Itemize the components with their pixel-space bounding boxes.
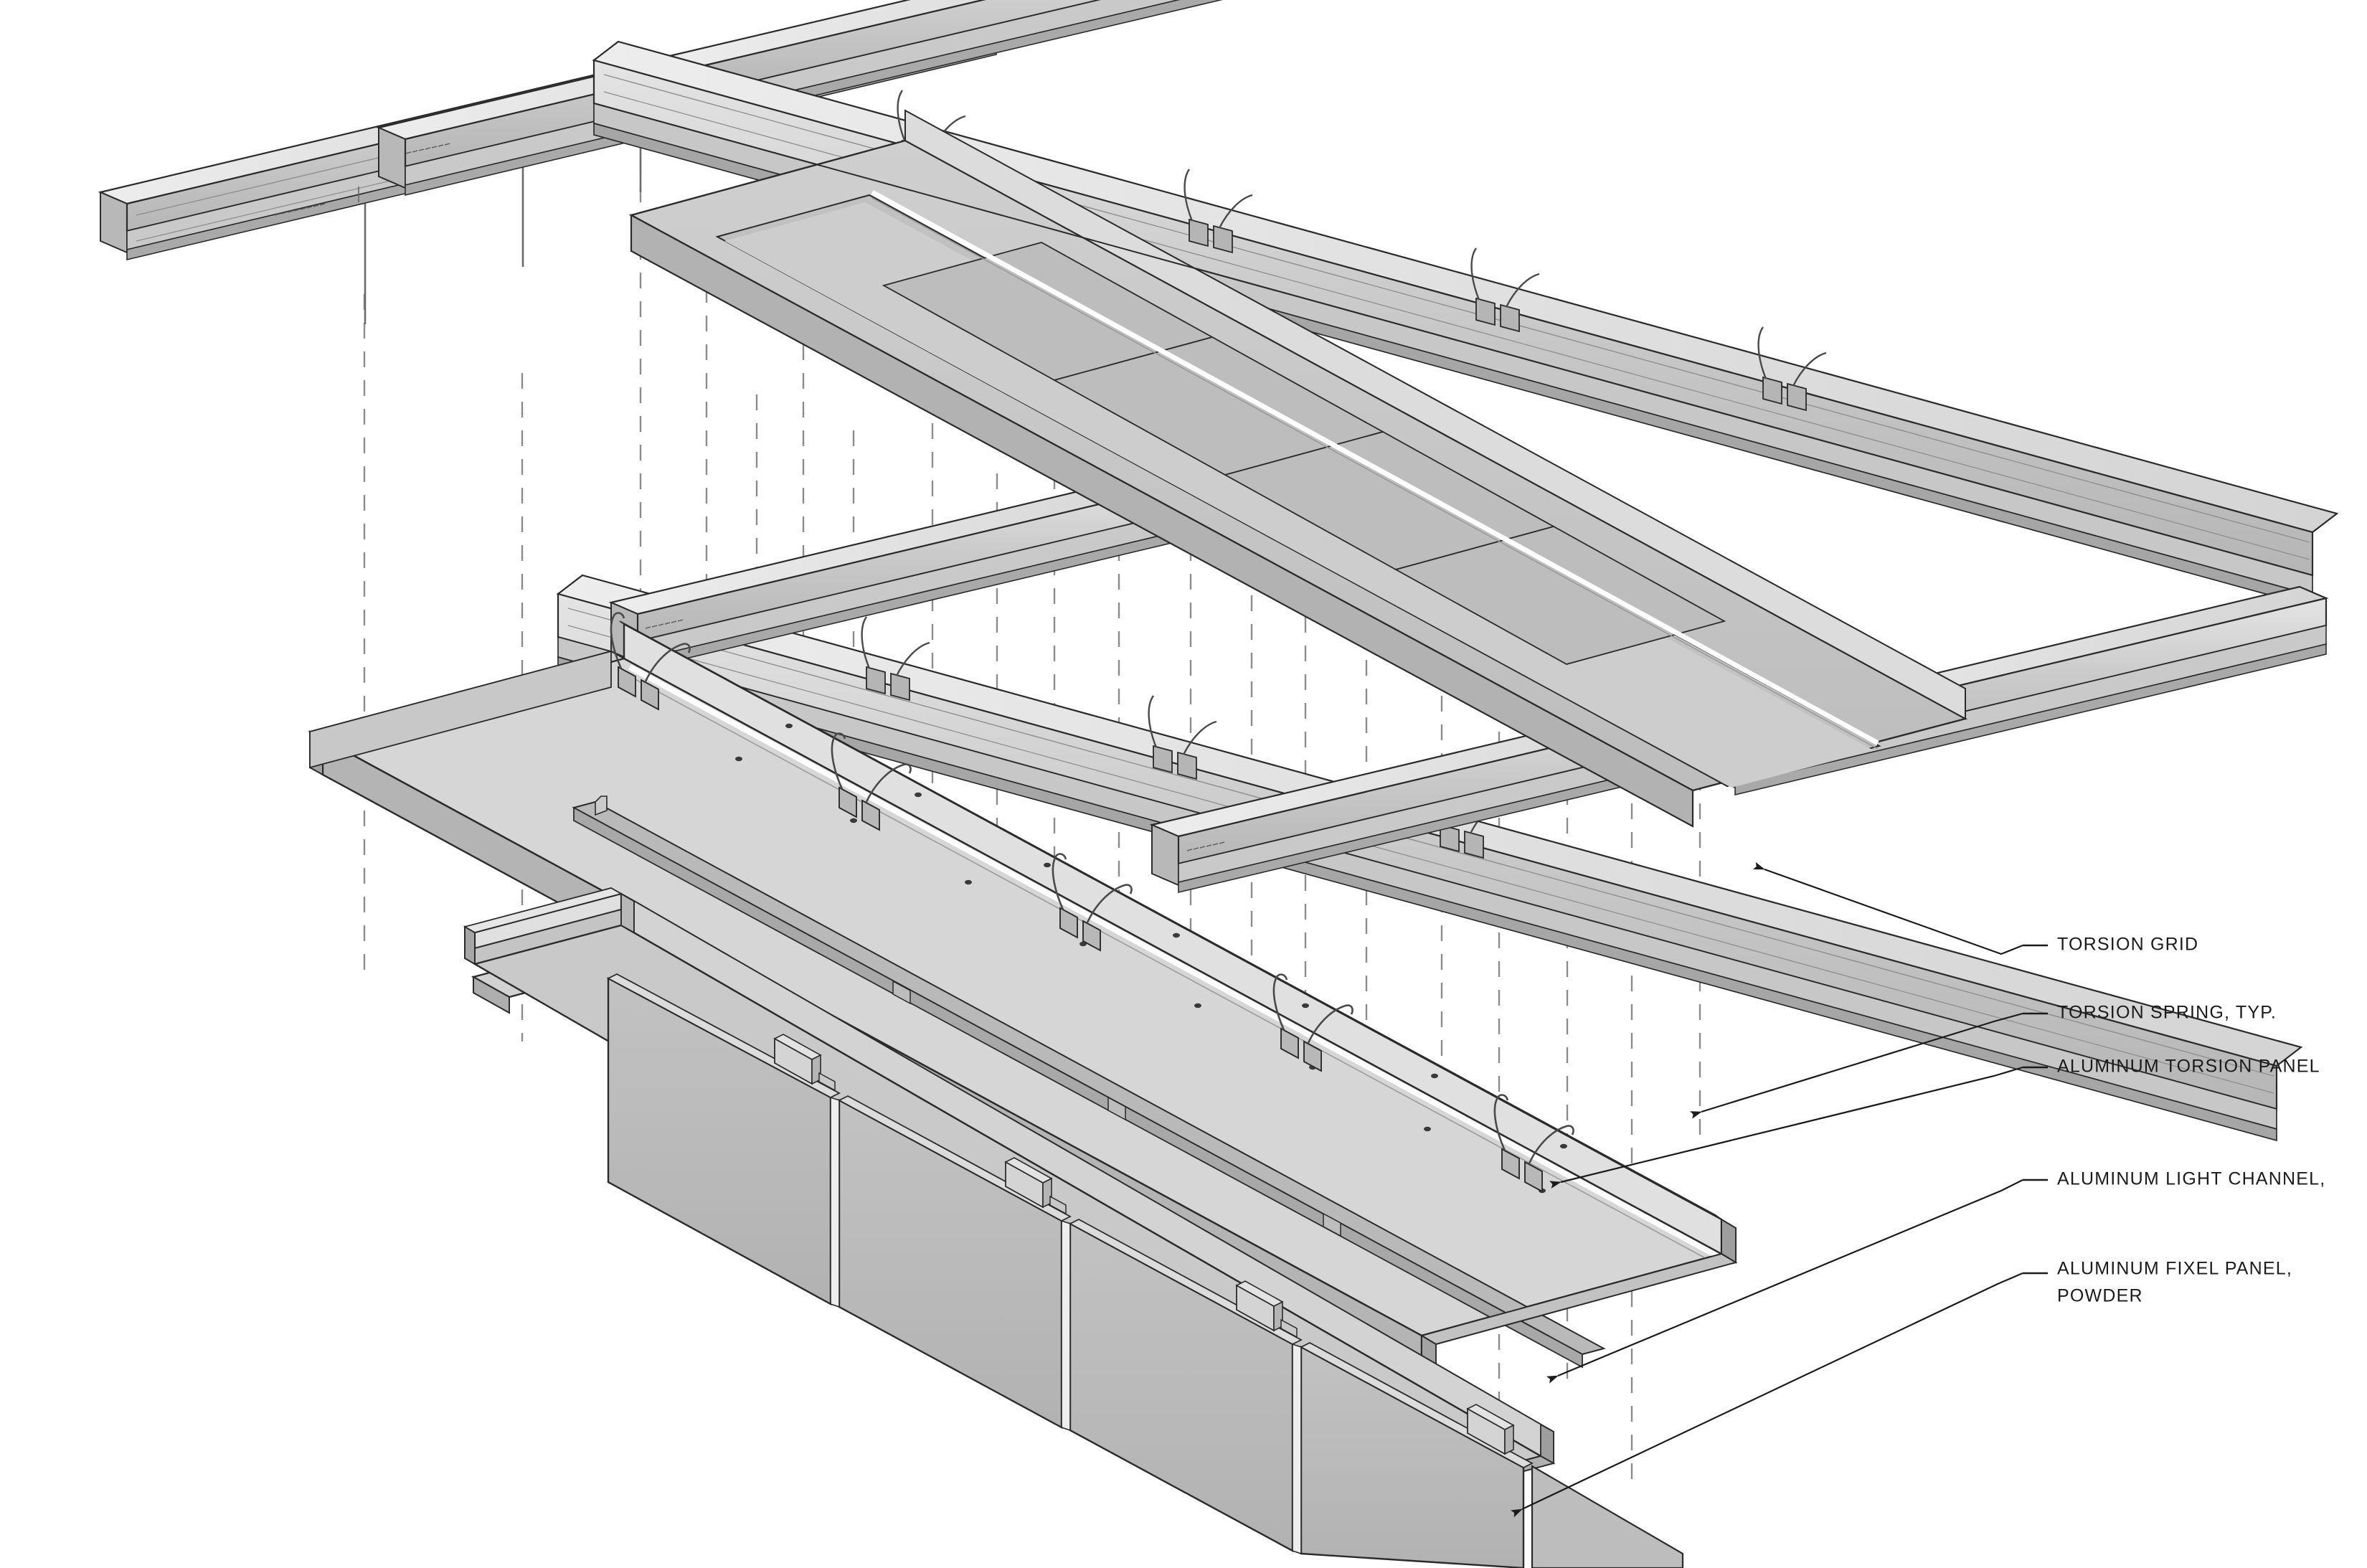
callout-aluminum-fixel-panel: ALUMINUM FIXEL PANEL, POWDER bbox=[1511, 1259, 2292, 1518]
fixel-panel bbox=[1061, 1218, 1303, 1553]
torsion-spring bbox=[610, 612, 691, 682]
torsion-spring bbox=[1493, 1094, 1574, 1164]
torsion-spring-clips bbox=[610, 612, 1574, 1193]
callout-label-aluminum-light-channel: ALUMINUM LIGHT CHANNEL, bbox=[2057, 1169, 2325, 1189]
callout-leader bbox=[1690, 1012, 2023, 1119]
torsion-spring bbox=[831, 732, 912, 803]
callout-leader bbox=[1753, 861, 2023, 955]
installed-torsion-panel bbox=[628, 109, 1968, 828]
callout-label-aluminum-fixel-panel-line1: ALUMINUM FIXEL PANEL, bbox=[2057, 1259, 2292, 1279]
callout-torsion-grid: TORSION GRID bbox=[1753, 861, 2198, 955]
fixel-tab bbox=[1235, 1280, 1298, 1338]
torsion-spring bbox=[897, 90, 1827, 387]
callout-leader bbox=[1549, 1066, 2023, 1189]
callout-label-aluminum-torsion-panel: ALUMINUM TORSION PANEL bbox=[2057, 1057, 2320, 1077]
fixel-tab bbox=[1466, 1404, 1515, 1455]
callout-aluminum-torsion-panel: ALUMINUM TORSION PANEL bbox=[1549, 1057, 2320, 1189]
callout-group: TORSION GRID TORSION SPRING, TYP. ALUMIN… bbox=[1511, 861, 2325, 1518]
fixel-panel bbox=[607, 973, 841, 1306]
fixel-panel bbox=[1531, 1465, 1684, 1568]
fixel-panel bbox=[830, 1095, 1072, 1430]
fixel-tab bbox=[773, 1034, 836, 1092]
runner-overlap-edge bbox=[593, 103, 2313, 576]
fastener-holes bbox=[735, 723, 1567, 1194]
light-channel-slot bbox=[572, 795, 1606, 1369]
main-runner-rail bbox=[556, 574, 2303, 1142]
callout-aluminum-light-channel: ALUMINUM LIGHT CHANNEL, bbox=[1546, 1169, 2325, 1384]
callout-label-aluminum-fixel-panel-line2: POWDER bbox=[2057, 1286, 2143, 1306]
torsion-spring bbox=[1052, 853, 1133, 923]
callout-leader bbox=[1546, 1179, 2023, 1384]
fixel-tab bbox=[1004, 1157, 1067, 1215]
callout-torsion-spring: TORSION SPRING, TYP. bbox=[1690, 1003, 2277, 1119]
torsion-grid-assembly bbox=[98, 0, 2339, 1142]
callout-label-torsion-grid: TORSION GRID bbox=[2057, 935, 2198, 955]
fixel-panel-assembly bbox=[463, 887, 1684, 1568]
callout-label-torsion-spring: TORSION SPRING, TYP. bbox=[2057, 1003, 2277, 1023]
callout-leader bbox=[1511, 1272, 2023, 1518]
torsion-spring bbox=[1272, 973, 1353, 1044]
fixel-panel bbox=[1292, 1341, 1534, 1568]
